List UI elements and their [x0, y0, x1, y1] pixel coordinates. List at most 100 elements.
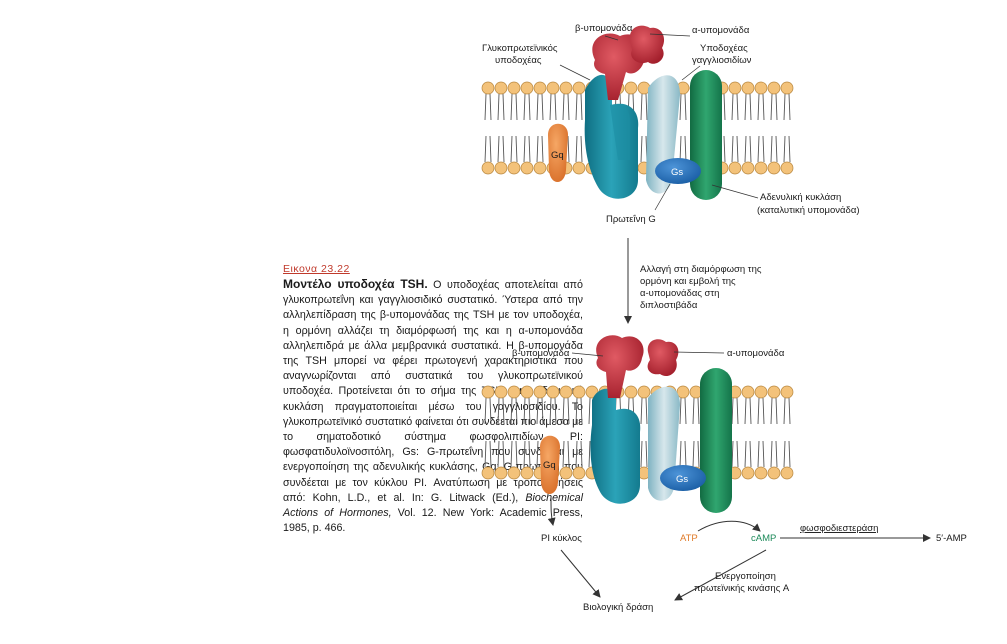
lipid-tail	[757, 93, 765, 121]
lipid-tail	[731, 135, 739, 163]
lipid-tail	[744, 93, 752, 121]
lipid-tail	[523, 93, 531, 121]
pi-to-bioaction-arrow	[560, 549, 601, 598]
gs-protein-bottom: Gs	[660, 465, 706, 491]
lipid-tail	[510, 440, 518, 468]
lipid-head	[741, 161, 755, 175]
lipid-tail	[783, 93, 791, 121]
lipid-tail	[575, 440, 583, 468]
lipid-head	[533, 161, 547, 175]
lipid-tail	[562, 440, 570, 468]
lipid-head	[780, 385, 794, 399]
hormone-alpha-subunit-bottom	[647, 339, 679, 377]
lipid-head	[494, 161, 508, 175]
lipid-tail	[536, 93, 544, 121]
lipid-head	[481, 385, 495, 399]
gs-label-top: Gs	[671, 167, 683, 178]
lipid-head	[572, 81, 586, 95]
lipid-tail	[510, 93, 518, 121]
lipid-head	[741, 81, 755, 95]
gs-protein-top: Gs	[655, 158, 701, 184]
ganglio-receptor-label-2: γαγγλιοσιδίων	[692, 55, 752, 66]
lipid-head	[624, 81, 638, 95]
g-protein-label: Πρωτεΐνη G	[606, 214, 656, 225]
lipid-head	[767, 161, 781, 175]
lipid-tail	[770, 440, 778, 468]
lipid-head	[507, 161, 521, 175]
lipid-head	[780, 466, 794, 480]
lipid-head	[520, 385, 534, 399]
lipid-head	[780, 81, 794, 95]
top-leader-lines	[559, 33, 759, 211]
lipid-head	[767, 385, 781, 399]
pka-activation-label-1: Ενεργοποίηση	[715, 571, 776, 582]
lipid-tail	[575, 135, 583, 163]
lipid-head	[754, 385, 768, 399]
caption-tail: Vol. 12. New York: Academic Press, 1985,…	[283, 507, 583, 535]
lipid-tail	[692, 440, 700, 468]
caption-book-title: Biochemical Actions of Hormones,	[283, 491, 583, 520]
lipid-head	[572, 161, 586, 175]
lipid-tail	[783, 440, 791, 468]
phosphodiesterase-label: φωσφοδιεστεράση	[800, 523, 878, 534]
lipid-tail	[679, 397, 687, 425]
gq-label-bottom: Gq	[543, 460, 556, 471]
lipid-tail	[744, 440, 752, 468]
lipid-tail	[783, 397, 791, 425]
lipid-tail	[549, 397, 557, 425]
lipid-tail	[640, 397, 648, 425]
lipid-tail	[679, 135, 687, 163]
lipid-tail	[497, 93, 505, 121]
lipid-head	[533, 81, 547, 95]
lipid-tail	[744, 135, 752, 163]
lipid-tail	[497, 135, 505, 163]
gq-to-pi-arrow	[547, 496, 556, 526]
lipid-head	[520, 466, 534, 480]
lipid-head	[741, 385, 755, 399]
lipid-head	[494, 81, 508, 95]
atp-label: ATP	[680, 533, 698, 544]
lipid-tail	[497, 397, 505, 425]
lipid-tail	[731, 93, 739, 121]
amp-label: 5′-AMP	[936, 533, 967, 544]
lipid-tail	[757, 135, 765, 163]
glycoprotein-receptor-bottom	[590, 388, 641, 504]
glycoprotein-receptor-top	[584, 74, 639, 199]
lipid-tail	[523, 397, 531, 425]
glyco-receptor-label-2: υποδοχέας	[495, 55, 542, 66]
lipid-head	[728, 81, 742, 95]
transition-text-2: ορμόνη και εμβολή της	[640, 276, 736, 287]
figure-caption: Εικονα 23.22 Μοντέλο υποδοχέα TSH. Ο υπο…	[283, 263, 583, 536]
figure-label: Εικονα 23.22	[283, 263, 350, 275]
caption-body: Ο υποδοχέας αποτελείται από γλυκοπρωτεΐν…	[283, 279, 584, 504]
lipid-tail	[640, 135, 648, 163]
lipid-tail	[575, 397, 583, 425]
adenylyl-cyclase-label-1: Αδενυλική κυκλάση	[760, 192, 841, 203]
lipid-head	[481, 81, 495, 95]
hormone-alpha-subunit-top	[629, 25, 665, 64]
lipid-head	[754, 81, 768, 95]
lipid-head	[559, 466, 573, 480]
lipid-tail	[549, 93, 557, 121]
lipid-head	[676, 385, 690, 399]
lipid-tail	[484, 93, 492, 121]
lipid-head	[481, 161, 495, 175]
lipid-head	[507, 81, 521, 95]
lipid-head	[624, 385, 638, 399]
beta-subunit-label-top: β-υπομονάδα	[575, 23, 633, 34]
lipid-head	[507, 466, 521, 480]
lipid-head	[780, 161, 794, 175]
lipid-head	[572, 466, 586, 480]
biological-action-label: Βιολογική δράση	[583, 602, 653, 613]
lipid-tail	[692, 397, 700, 425]
lipid-tail	[770, 135, 778, 163]
lipid-head	[546, 385, 560, 399]
lipid-tail	[536, 135, 544, 163]
lipid-head	[494, 385, 508, 399]
pi-cycle-label: PI κύκλος	[541, 533, 582, 544]
beta-subunit-label-bottom: β-υπομονάδα	[512, 348, 570, 359]
lipid-head	[494, 466, 508, 480]
lipid-tail	[562, 93, 570, 121]
lipid-head	[754, 161, 768, 175]
